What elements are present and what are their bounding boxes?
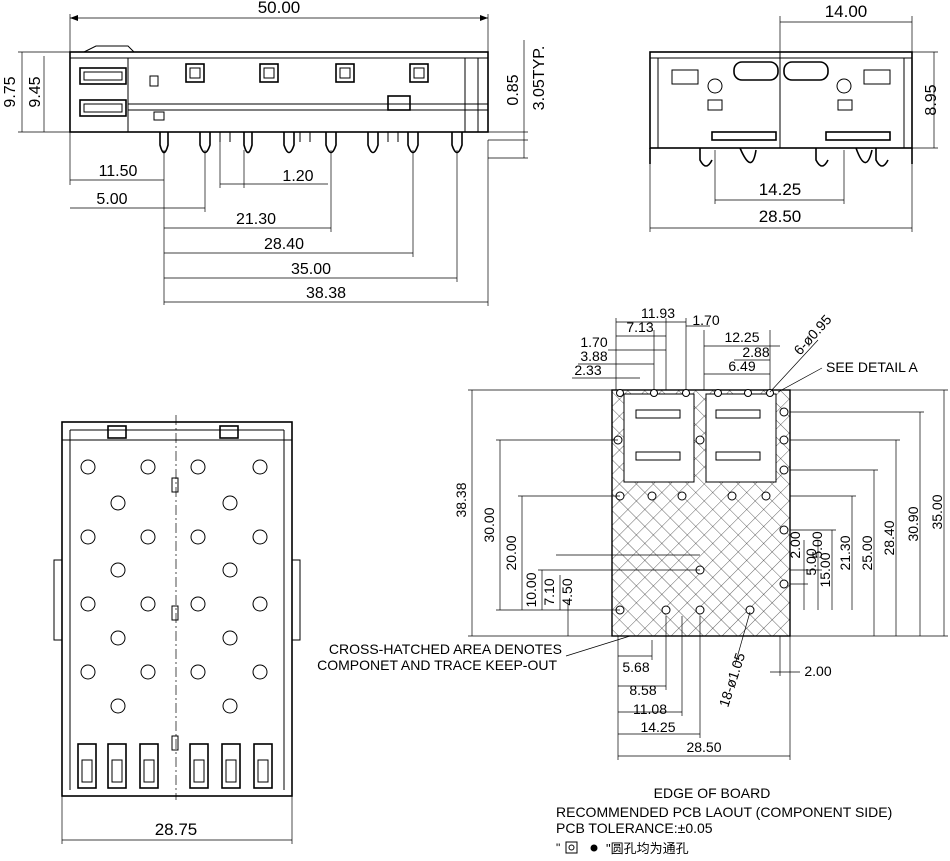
pcb-right-15-00: 15.00 — [817, 552, 833, 587]
pcb-top-12-25: 12.25 — [724, 329, 759, 345]
pcb-right-30-90: 30.90 — [905, 506, 921, 541]
side-height-label-1: 9.75 — [2, 76, 19, 107]
pin-dim-11-50: 11.50 — [99, 163, 138, 180]
side-pins — [159, 132, 463, 154]
pcb-mount-holes — [613, 407, 789, 615]
pcb-bottom-14-25: 14.25 — [640, 719, 675, 735]
pcb-top-3-88: 3.88 — [580, 348, 607, 364]
front-view: 14.00 8.95 14.25 28.50 — [649, 2, 940, 232]
pcb-left-7-10: 7.10 — [541, 578, 557, 605]
pin-dim-5-00: 5.00 — [96, 191, 127, 208]
pin-dim-21-30: 21.30 — [236, 211, 276, 228]
legend-square-hole-icon — [565, 841, 578, 854]
front-mid-label: 14.25 — [759, 180, 802, 199]
pcb-legend-note: "圆孔均为通孔 — [606, 841, 689, 856]
pcb-top-2-88: 2.88 — [742, 344, 769, 360]
pin-dim-28-40: 28.40 — [264, 236, 304, 253]
keepout-note-line-1: CROSS-HATCHED AREA DENOTES — [329, 641, 562, 657]
edge-of-board-label: EDGE OF BOARD — [654, 785, 771, 801]
pcb-bottom-5-68: 5.68 — [622, 659, 649, 675]
side-height-label-2: 9.45 — [27, 76, 44, 107]
pcb-right-21-30: 21.30 — [837, 535, 853, 570]
pcb-bottom-2-00: 2.00 — [804, 663, 831, 679]
pcb-hole-note: 6-ø0.95 — [790, 311, 834, 358]
pcb-left-4-50: 4.50 — [559, 578, 575, 605]
pin-dim-38-38: 38.38 — [306, 285, 346, 302]
bottom-latches — [77, 743, 273, 789]
pcb-right-2-00: 2.00 — [787, 531, 803, 558]
pcb-layout: 11.93 7.13 1.70 1.70 3.88 2.33 12.25 2.8… — [317, 305, 948, 856]
pcb-top-1-70-right: 1.70 — [692, 312, 719, 328]
pin-dim-1-20: 1.20 — [282, 168, 313, 185]
side-right-label-1: 0.85 — [505, 74, 522, 105]
front-top-label: 14.00 — [825, 2, 868, 21]
bottom-width-label: 28.75 — [155, 820, 198, 839]
legend-round-hole-icon — [590, 844, 598, 852]
pcb-right-5-00-a: 5.00 — [803, 548, 819, 575]
pin-dim-35-00: 35.00 — [291, 261, 331, 278]
pcb-left-30-00: 30.00 — [481, 507, 497, 542]
pcb-bottom-11-08: 11.08 — [633, 701, 667, 717]
front-bottom-label: 28.50 — [759, 207, 802, 226]
bottom-holes — [80, 459, 268, 714]
pcb-right-35-00: 35.00 — [929, 494, 945, 529]
pcb-detail-note: SEE DETAIL A — [826, 359, 918, 375]
side-width-label: 50.00 — [258, 0, 301, 17]
pcb-bottom-8-58: 8.58 — [629, 682, 656, 698]
pcb-left-20-00: 20.00 — [503, 535, 519, 570]
pcb-right-5-00-b: 5.00 — [809, 531, 825, 558]
pcb-large-hole-note: 18-ø1.05 — [716, 650, 749, 708]
pcb-top-1-70-left: 1.70 — [580, 334, 607, 350]
pcb-bottom-28-50: 28.50 — [686, 739, 721, 755]
pcb-left-10-00: 10.00 — [523, 572, 539, 607]
side-right-label-2: 3.05TYP. — [531, 46, 548, 111]
pcb-right-28-40: 28.40 — [881, 520, 897, 555]
legend-quote-mark: " — [556, 841, 560, 855]
pcb-top-11-93: 11.93 — [641, 305, 675, 321]
side-view: 50.00 — [2, 0, 548, 306]
pcb-top-2-33: 2.33 — [574, 362, 601, 378]
bottom-view: 28.75 — [53, 415, 301, 844]
pcb-top-7-13: 7.13 — [626, 319, 653, 335]
keepout-note-line-2: COMPONET AND TRACE KEEP-OUT — [317, 657, 557, 673]
pcb-layout-caption: RECOMMENDED PCB LAOUT (COMPONENT SIDE) — [556, 804, 892, 820]
front-right-label: 8.95 — [923, 84, 940, 115]
pcb-top-6-49: 6.49 — [728, 358, 755, 374]
pcb-tolerance-label: PCB TOLERANCE:±0.05 — [556, 820, 713, 836]
pcb-right-25-00: 25.00 — [859, 535, 875, 570]
pcb-left-38-38: 38.38 — [453, 482, 469, 517]
